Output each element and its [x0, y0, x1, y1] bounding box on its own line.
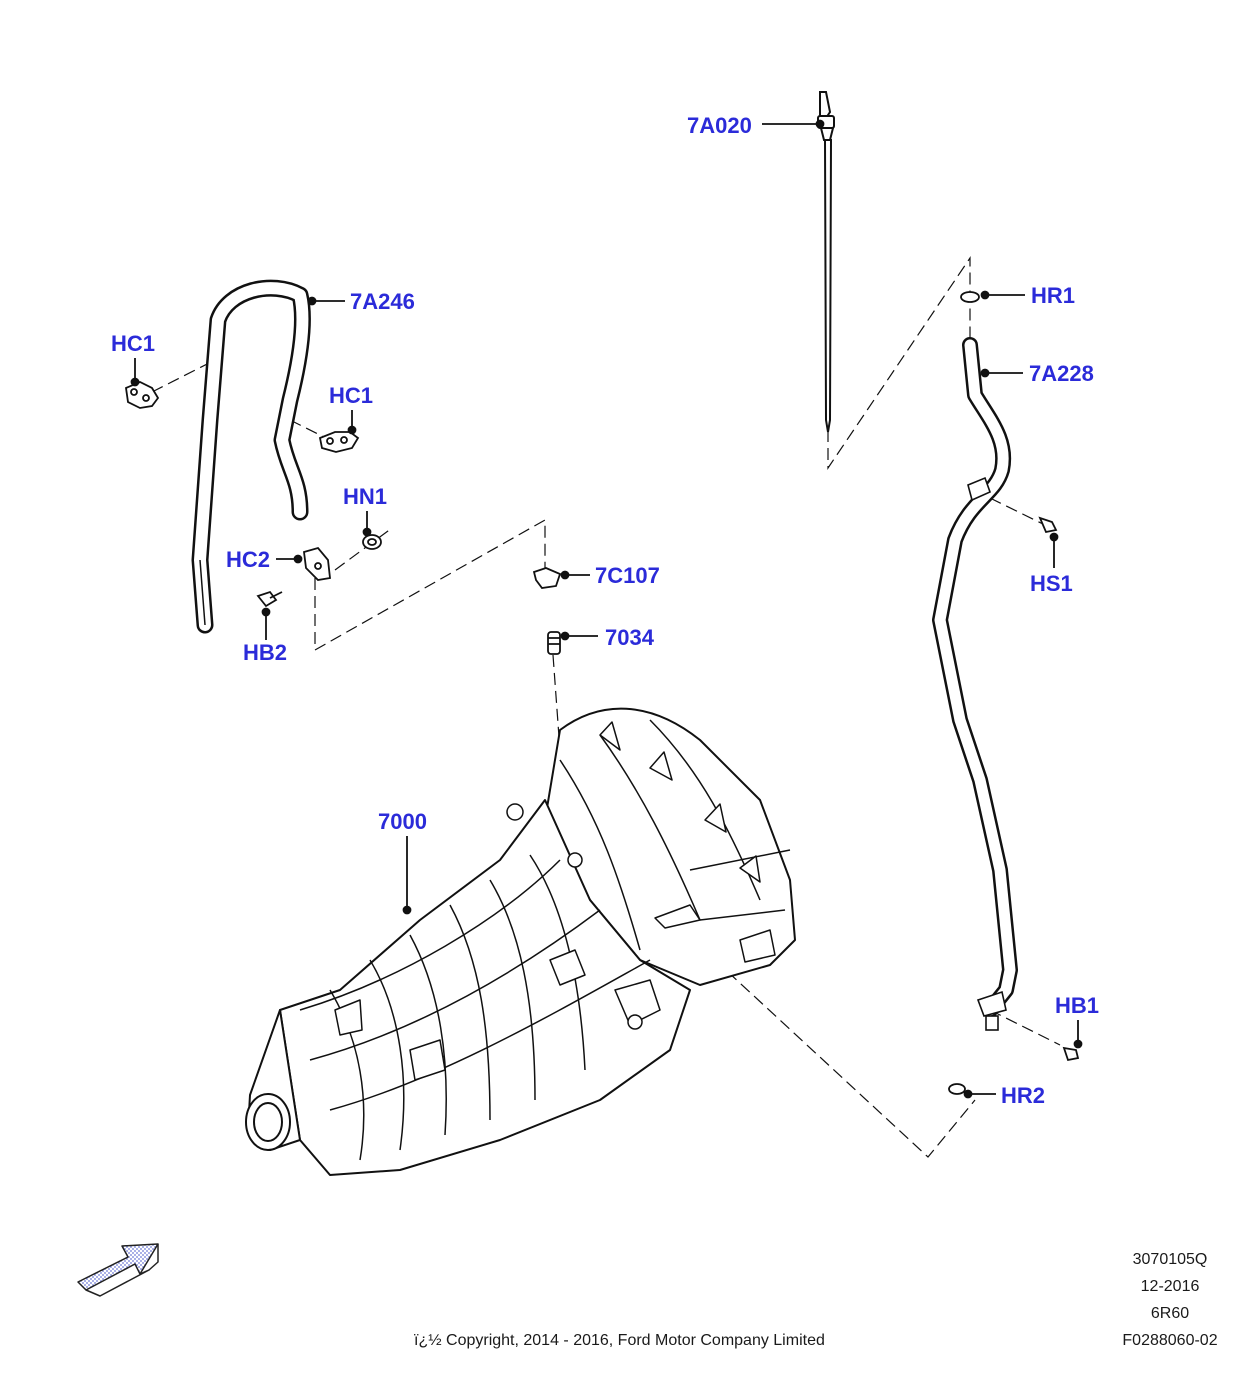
- fill-tube-7a228: [932, 337, 1018, 1031]
- transmission-7000: [245, 707, 796, 1176]
- callout-7a020: 7A020: [687, 113, 752, 138]
- direction-arrow-icon: [77, 1243, 159, 1297]
- callout-7c107: 7C107: [595, 563, 660, 588]
- hardware-parts: [125, 291, 1080, 1095]
- callout-hb2: HB2: [243, 640, 287, 665]
- callout-labels: 7A020 7A246 HC1 HC1 HN1 HC2 HB2 7C107 70…: [111, 113, 1099, 1108]
- callout-hs1: HS1: [1030, 571, 1073, 596]
- figure-id: F0288060-02: [1122, 1332, 1218, 1349]
- callout-hb1: HB1: [1055, 993, 1099, 1018]
- vent-hose-7a246: [191, 279, 311, 634]
- callout-7034: 7034: [605, 625, 655, 650]
- callout-hc1-left: HC1: [111, 331, 155, 356]
- callout-7a228: 7A228: [1029, 361, 1094, 386]
- callout-7000: 7000: [378, 809, 427, 834]
- revision-date: 12-2016: [1140, 1278, 1200, 1295]
- callout-hc1-right: HC1: [329, 383, 373, 408]
- callout-7a246: 7A246: [350, 289, 415, 314]
- dipstick-7a020: [817, 91, 835, 433]
- callout-hc2: HC2: [226, 547, 270, 572]
- reference-code: 3070105Q: [1132, 1251, 1208, 1268]
- copyright-notice: ï¿½ Copyright, 2014 - 2016, Ford Motor C…: [414, 1332, 825, 1349]
- callout-hr1: HR1: [1031, 283, 1075, 308]
- transmission-model: 6R60: [1150, 1305, 1190, 1322]
- callout-hn1: HN1: [343, 484, 387, 509]
- leader-lines: [130, 119, 1083, 1099]
- callout-hr2: HR2: [1001, 1083, 1045, 1108]
